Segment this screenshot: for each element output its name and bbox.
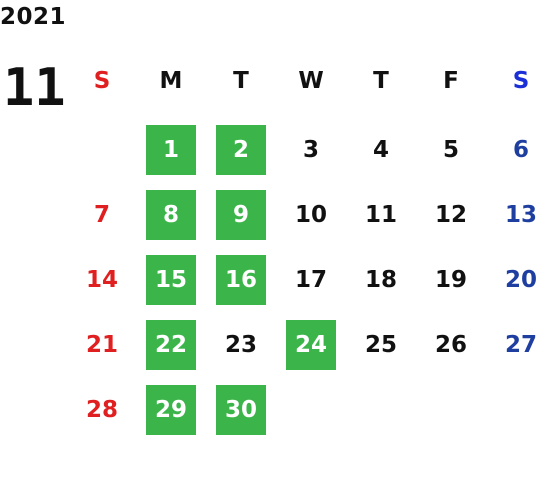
day-cell[interactable]: 30: [216, 385, 266, 435]
day-cell[interactable]: 22: [146, 320, 196, 370]
day-cell: [77, 125, 127, 175]
month-number: 11: [3, 58, 66, 118]
day-cell[interactable]: 23: [224, 332, 257, 358]
day-cell[interactable]: 1: [146, 125, 196, 175]
day-cell[interactable]: 24: [286, 320, 336, 370]
day-cell[interactable]: 5: [442, 137, 459, 163]
day-cell[interactable]: 15: [146, 255, 196, 305]
day-cell[interactable]: 8: [146, 190, 196, 240]
day-cell[interactable]: 11: [364, 202, 397, 228]
day-cell[interactable]: 28: [85, 397, 118, 423]
day-cell[interactable]: 13: [504, 202, 537, 228]
day-cell[interactable]: 17: [294, 267, 327, 293]
day-cell: [426, 385, 476, 435]
day-cell: [356, 385, 406, 435]
year-label: 2021: [0, 4, 67, 30]
day-cell: [286, 385, 336, 435]
day-cell[interactable]: 6: [512, 137, 529, 163]
weekday-sat: S: [512, 68, 530, 94]
day-cell[interactable]: 10: [294, 202, 327, 228]
day-cell[interactable]: 21: [85, 332, 118, 358]
day-cell[interactable]: 29: [146, 385, 196, 435]
day-cell[interactable]: 4: [372, 137, 389, 163]
weekday-thu: T: [373, 68, 389, 94]
day-cell[interactable]: 19: [434, 267, 467, 293]
day-cell[interactable]: 25: [364, 332, 397, 358]
day-cell: [496, 385, 546, 435]
day-cell[interactable]: 27: [504, 332, 537, 358]
day-cell[interactable]: 9: [216, 190, 266, 240]
weekday-fri: F: [443, 68, 459, 94]
weekday-wed: W: [298, 68, 324, 94]
weekday-tue: T: [233, 68, 249, 94]
day-cell[interactable]: 12: [434, 202, 467, 228]
weekday-sun: S: [93, 68, 111, 94]
day-cell[interactable]: 3: [302, 137, 319, 163]
day-cell[interactable]: 14: [85, 267, 118, 293]
weekday-mon: M: [159, 68, 183, 94]
day-cell[interactable]: 2: [216, 125, 266, 175]
day-cell[interactable]: 20: [504, 267, 537, 293]
day-cell[interactable]: 7: [93, 202, 110, 228]
day-cell[interactable]: 16: [216, 255, 266, 305]
day-cell[interactable]: 26: [434, 332, 467, 358]
day-cell[interactable]: 18: [364, 267, 397, 293]
